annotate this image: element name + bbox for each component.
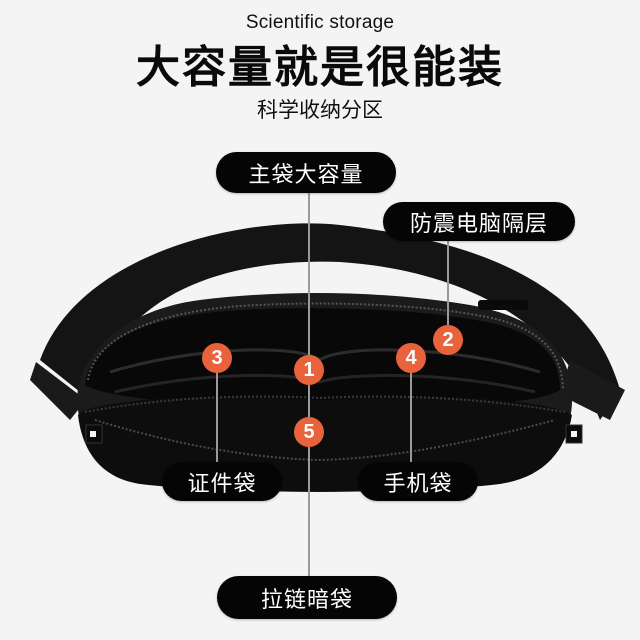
leader-line-1b [308, 384, 310, 418]
leader-line-5 [308, 446, 310, 576]
callout-badge-1: 1 [294, 355, 324, 385]
leader-line-1 [308, 193, 310, 356]
label-main-compartment: 主袋大容量 [216, 152, 396, 193]
callout-badge-4: 4 [396, 343, 426, 373]
label-phone-pocket: 手机袋 [358, 462, 478, 501]
label-hidden-zip-pocket: 拉链暗袋 [217, 576, 397, 619]
callout-badge-5: 5 [294, 417, 324, 447]
label-id-pocket: 证件袋 [162, 462, 282, 501]
headline-title: 大容量就是很能装 [136, 42, 504, 93]
subtitle-chinese: 科学收纳分区 [257, 98, 383, 122]
label-laptop-sleeve: 防震电脑隔层 [383, 202, 575, 241]
leader-line-2 [447, 241, 449, 326]
leader-line-3 [216, 372, 218, 462]
callout-badge-2: 2 [433, 325, 463, 355]
callout-badge-3: 3 [202, 343, 232, 373]
subtitle-english: Scientific storage [245, 12, 395, 33]
leader-line-4 [410, 372, 412, 462]
